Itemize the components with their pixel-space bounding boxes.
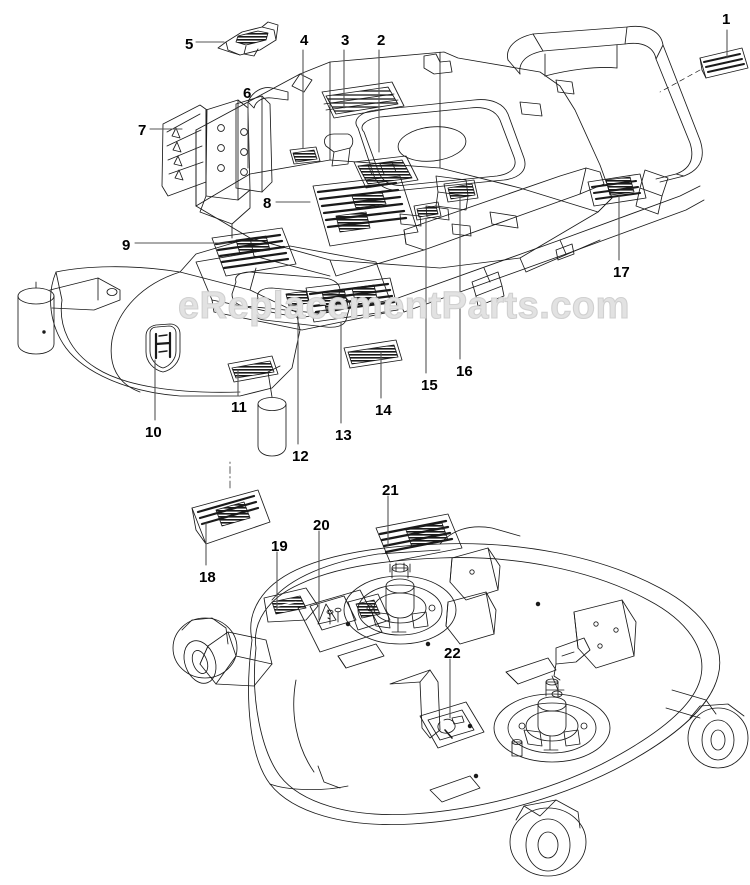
decal-part-17 [587, 173, 647, 207]
decal-part-11 [227, 355, 279, 383]
deck-bracket-right [573, 599, 637, 669]
callout-number-18: 18 [199, 569, 216, 586]
callout-leader-lines [134, 29, 728, 719]
decal-part-2 [353, 155, 419, 189]
husqvarna-badge-part-10 [145, 323, 181, 373]
subframe-detail [249, 237, 601, 277]
callout-number-12: 12 [292, 448, 309, 465]
upper-deck-notches [291, 53, 575, 117]
deck-cutouts [324, 133, 519, 237]
decal-part-4 [289, 146, 321, 165]
left-upright-brackets [199, 87, 289, 239]
deck-slots [337, 643, 557, 803]
callout-number-14: 14 [375, 402, 392, 419]
decal-part-9 [211, 227, 297, 277]
callout-number-4: 4 [300, 32, 309, 49]
decal-part-20 [297, 589, 391, 653]
decal-part-18 [191, 461, 271, 545]
mower-deck-group [172, 461, 749, 877]
callout-number-10: 10 [145, 424, 162, 441]
callout-number-20: 20 [313, 517, 330, 534]
caster-wheel-left [172, 617, 238, 684]
deck-bracket-top [449, 547, 501, 601]
decal-part-1 [659, 47, 749, 93]
callout-number-7: 7 [138, 122, 147, 139]
callout-number-17: 17 [613, 264, 630, 281]
upper-deck-plate [195, 51, 613, 269]
deck-bracket-left [445, 591, 497, 645]
spindle-bracket-small [551, 637, 591, 698]
decal-part-16 [443, 179, 479, 203]
spindle-assembly-right [493, 678, 611, 763]
rear-transverse-bar [403, 167, 605, 251]
left-lever-tube [17, 277, 121, 355]
left-fender-body [50, 237, 301, 397]
decal-part-12 [285, 290, 310, 307]
decal-part-22 [419, 701, 485, 749]
decal-part-14 [343, 339, 403, 369]
callout-number-22: 22 [444, 645, 461, 662]
callout-number-11: 11 [231, 399, 247, 416]
decal-part-13 [305, 277, 399, 323]
decal-part-5 [217, 21, 279, 57]
callout-number-8: 8 [263, 195, 272, 212]
decal-part-15 [413, 201, 442, 221]
decal-part-8 [312, 175, 419, 247]
callout-number-16: 16 [456, 363, 473, 380]
decal-part-3 [321, 81, 405, 119]
chassis-frame-group [17, 21, 749, 457]
caster-wheel-front-center [509, 799, 587, 877]
right-frame-rail [397, 185, 705, 313]
seat-pan-recess [355, 99, 526, 191]
decal-part-19 [263, 587, 319, 623]
callout-number-9: 9 [122, 237, 131, 254]
callout-number-1: 1 [722, 11, 731, 28]
callout-number-19: 19 [271, 538, 288, 555]
callout-number-2: 2 [377, 32, 386, 49]
callout-number-3: 3 [341, 32, 350, 49]
rops-roll-bar [507, 25, 703, 215]
callout-number-13: 13 [335, 427, 352, 444]
callout-number-15: 15 [421, 377, 438, 394]
footrest-panel [195, 245, 391, 331]
decal-part-7 [161, 104, 208, 197]
callout-number-5: 5 [185, 36, 194, 53]
center-lever-tube [257, 365, 287, 457]
decal-part-21 [375, 513, 463, 563]
caster-wheel-right [687, 703, 749, 769]
callout-number-6: 6 [243, 85, 252, 102]
callout-number-21: 21 [382, 482, 399, 499]
spindle-assembly-left [343, 562, 457, 645]
